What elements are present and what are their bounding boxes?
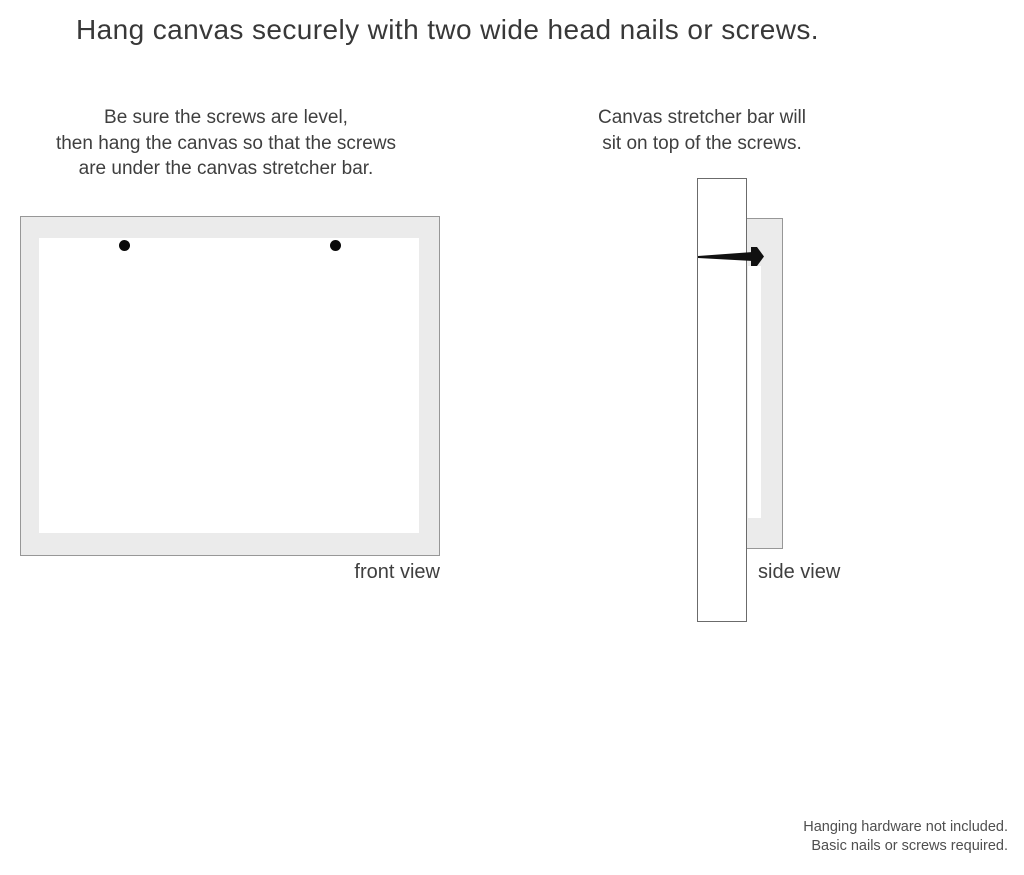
screw-dot-right-icon bbox=[330, 240, 341, 251]
front-view-instructions: Be sure the screws are level, then hang … bbox=[16, 105, 436, 182]
front-instruction-line: Be sure the screws are level, bbox=[104, 107, 348, 128]
front-instruction-line: are under the canvas stretcher bar. bbox=[78, 158, 374, 179]
page-title: Hang canvas securely with two wide head … bbox=[76, 14, 819, 45]
screw-dot-left-icon bbox=[119, 240, 130, 251]
side-instruction-line: sit on top of the screws. bbox=[602, 132, 802, 154]
front-view-label: front view bbox=[354, 561, 440, 583]
front-instruction-line: then hang the canvas so that the screws bbox=[55, 132, 397, 154]
hardware-footnote: Hanging hardware not included. Basic nai… bbox=[708, 818, 1008, 856]
footnote-line: Hanging hardware not included. bbox=[803, 819, 1008, 835]
canvas-side-inner-gap bbox=[748, 266, 761, 518]
side-instruction-line: Canvas stretcher bar will bbox=[597, 107, 807, 128]
wall-side-profile bbox=[697, 178, 747, 622]
side-view-label: side view bbox=[758, 561, 841, 583]
footnote-line: Basic nails or screws required. bbox=[811, 838, 1008, 854]
canvas-front-inner-face bbox=[39, 238, 419, 533]
side-view-instructions: Canvas stretcher bar will sit on top of … bbox=[552, 105, 852, 156]
canvas-side-profile bbox=[746, 218, 783, 549]
canvas-front-view bbox=[20, 216, 440, 556]
nail-icon bbox=[698, 247, 764, 266]
